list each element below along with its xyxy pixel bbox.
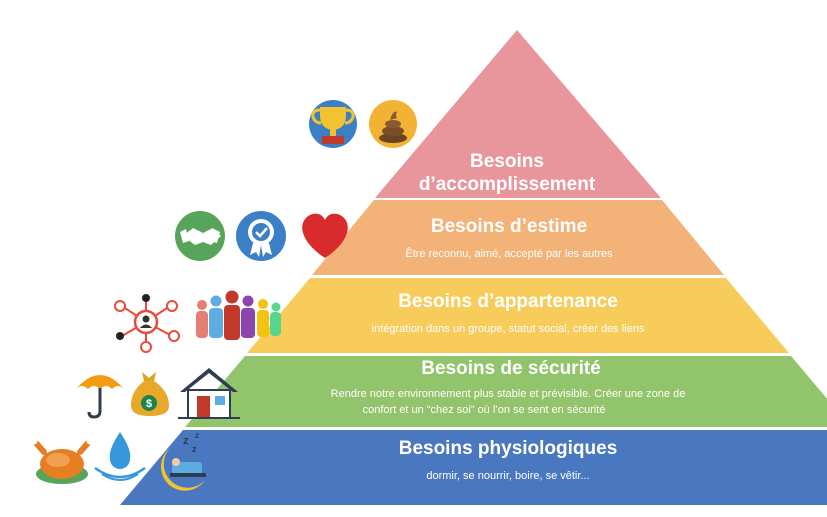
- tier-accomplissement-band: [375, 30, 661, 198]
- tier-physiologiques-description: dormir, se nourrir, boire, se vêtir...: [426, 470, 589, 482]
- water-drop-icon: [94, 432, 146, 481]
- sleeping-person-icon: z z z: [160, 431, 206, 491]
- roast-chicken-icon: [30, 437, 94, 484]
- group-people-icon: [196, 290, 281, 340]
- tier-appartenance-title: Besoins d’appartenance: [398, 291, 618, 312]
- svg-text:z: z: [192, 444, 197, 454]
- tier-physiologiques-title: Besoins physiologiques: [399, 438, 618, 459]
- tier-securite-title: Besoins de sécurité: [421, 358, 601, 379]
- umbrella-icon: [76, 375, 124, 419]
- tier-appartenance-description: intégration dans un groupe, statut socia…: [372, 323, 645, 335]
- svg-text:z: z: [195, 431, 199, 440]
- handshake-icon: [175, 211, 225, 261]
- tier-accomplissement-title-line1: Besoins: [470, 151, 544, 172]
- tier-estime-title: Besoins d’estime: [431, 216, 587, 237]
- tier-securite-description-line1: Rendre notre environnement plus stable e…: [331, 388, 686, 400]
- svg-text:$: $: [146, 398, 152, 410]
- money-bag-icon: $: [131, 372, 169, 416]
- house-icon: [178, 368, 240, 419]
- tier-accomplissement-title-line2: d’accomplissement: [419, 174, 596, 195]
- tier-securite-description-line2: confort et un “chez soi” où l’on se sent…: [363, 404, 606, 416]
- tier-securite-band: [185, 356, 827, 427]
- trophy-icon: [309, 100, 357, 148]
- poop-icon: [369, 100, 417, 148]
- heart-icon: [302, 213, 348, 258]
- tier-estime-band: [312, 200, 724, 275]
- tier-physiologiques-band: [120, 430, 827, 505]
- tier-appartenance-band: [247, 278, 789, 353]
- tier-estime-description: Être reconnu, aimé, accepté par les autr…: [405, 247, 613, 260]
- award-badge-icon: [236, 211, 286, 261]
- svg-text:z: z: [183, 435, 189, 447]
- network-icon: [114, 294, 180, 353]
